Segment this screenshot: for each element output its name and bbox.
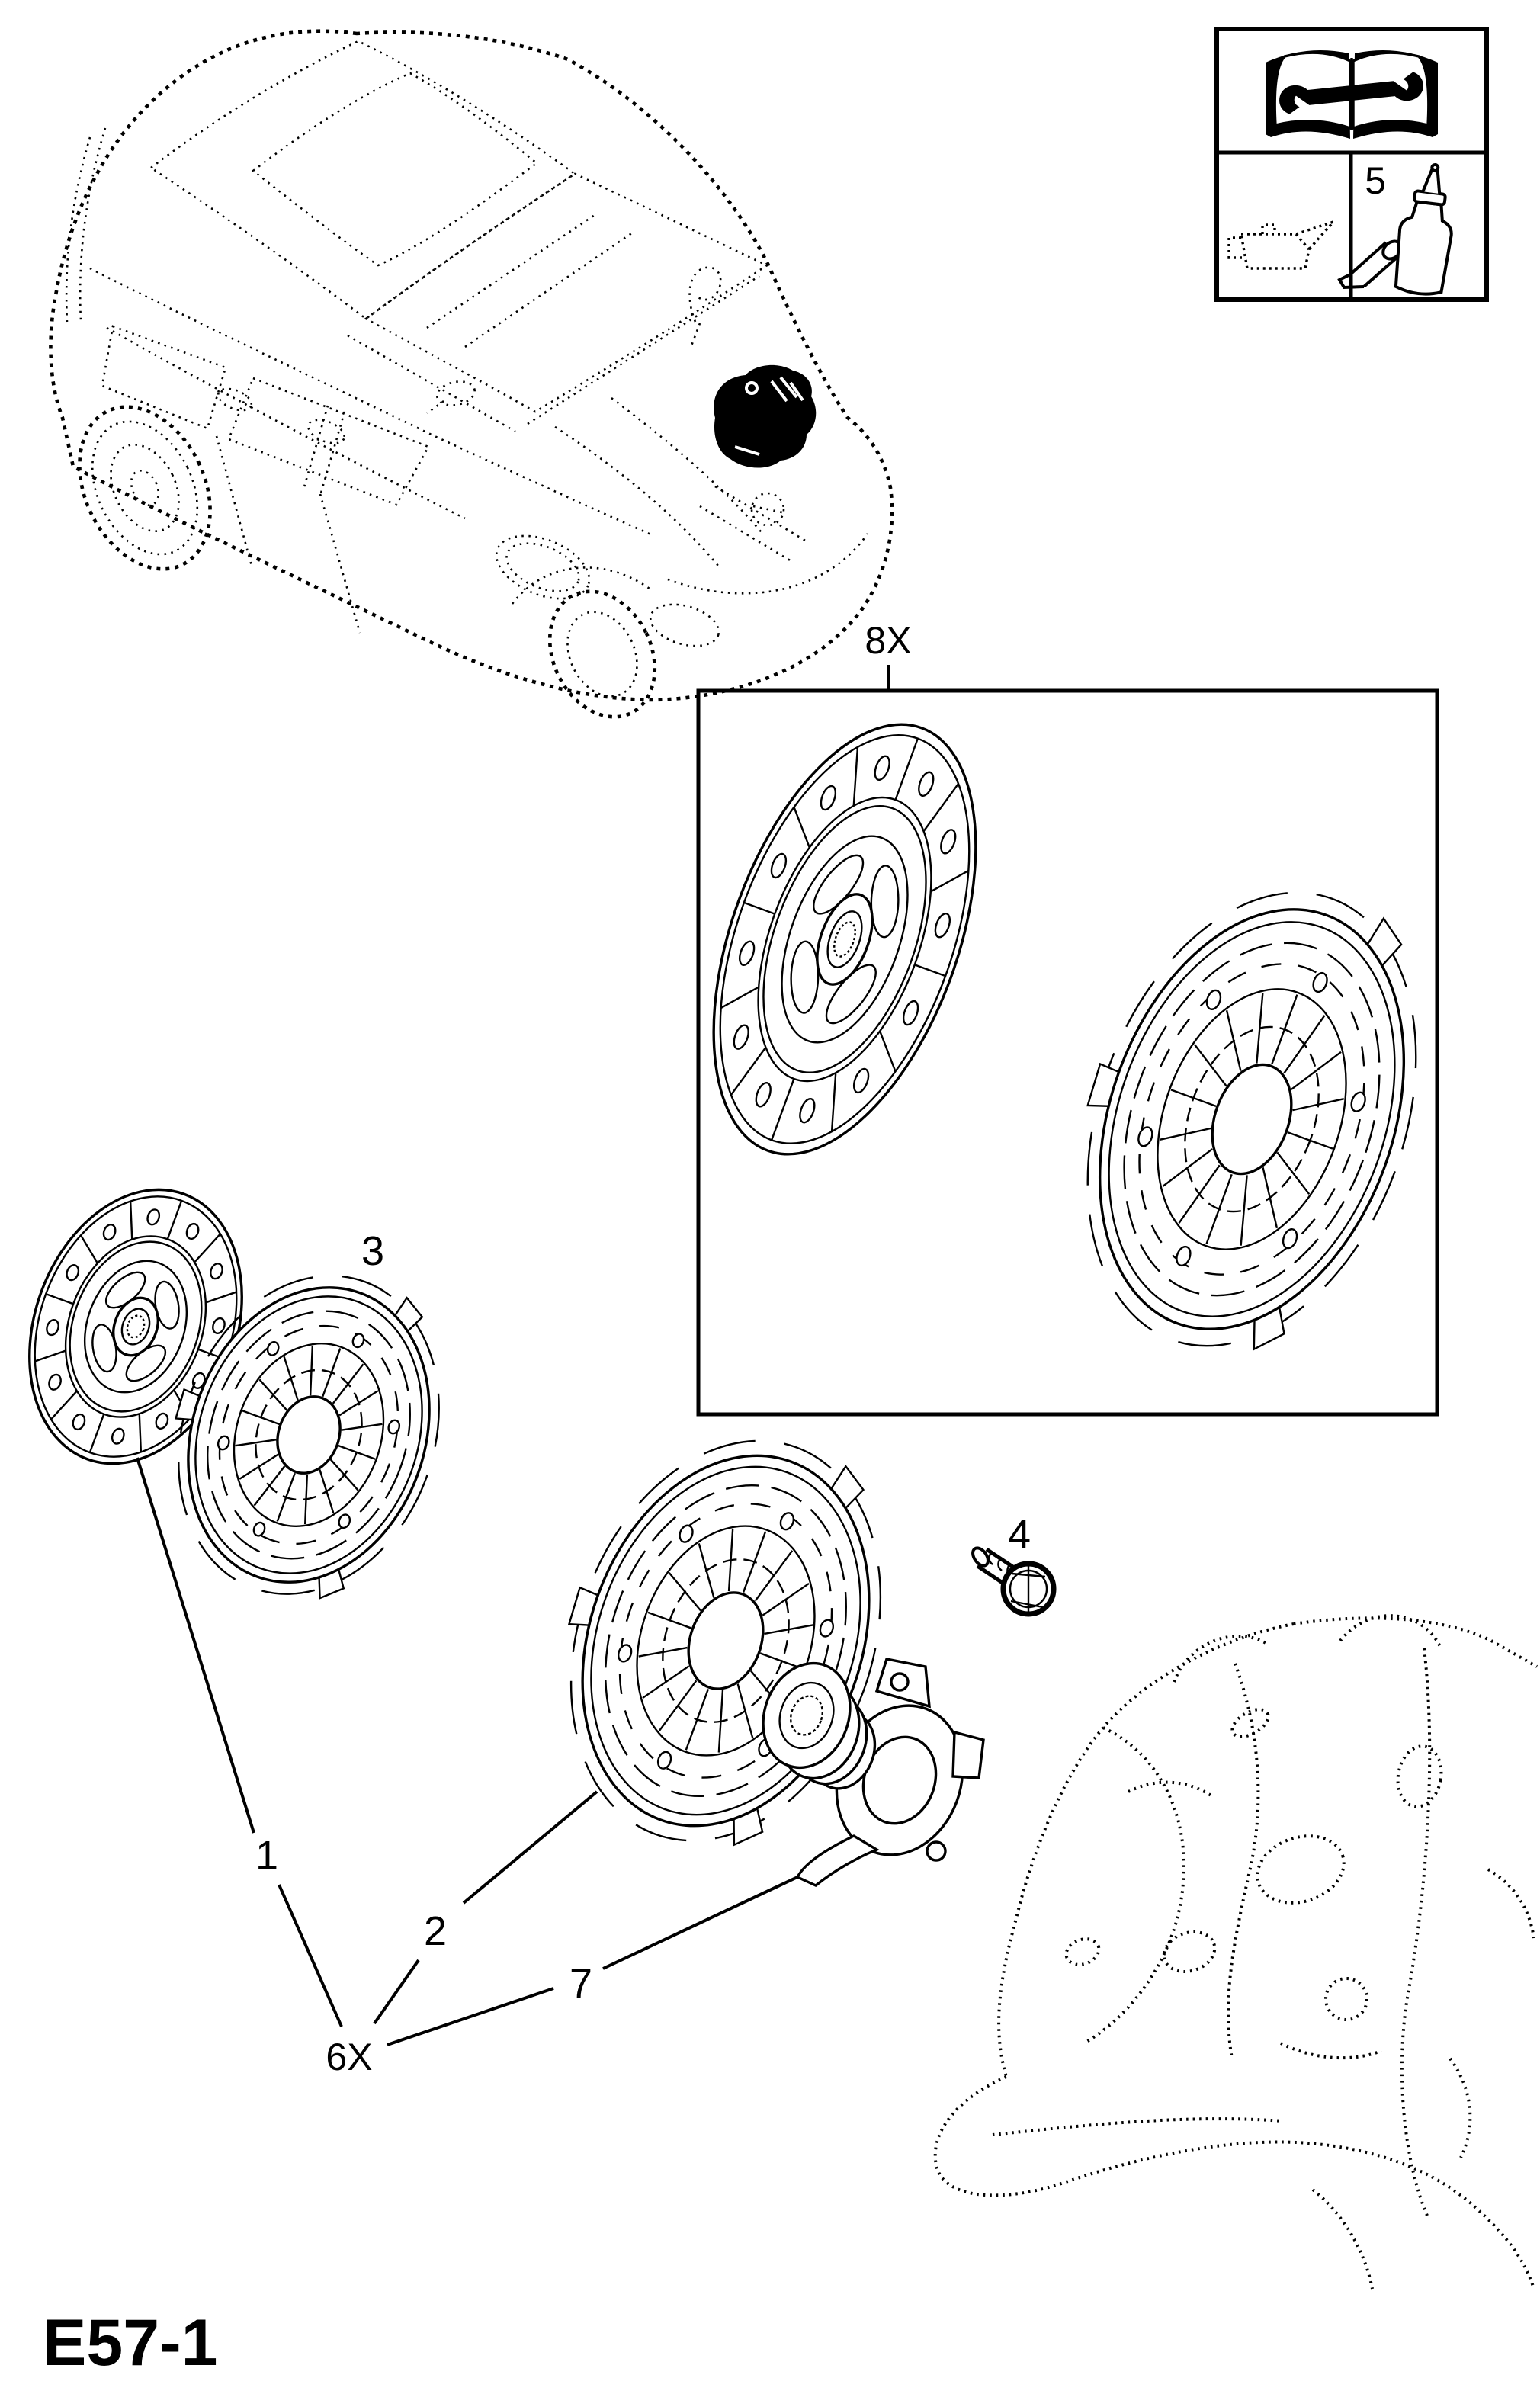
page-code: E57-1 xyxy=(43,2306,218,2380)
bolt-illustration xyxy=(971,1546,1057,1617)
label-bolt-quantity: 6X xyxy=(326,2036,372,2078)
oil-can-icon xyxy=(1227,219,1338,270)
car-quarter-window xyxy=(101,325,227,430)
car-mirror xyxy=(436,380,476,406)
kit-pressure-plate-illustration xyxy=(1020,843,1475,1391)
label-part1: 1 xyxy=(255,1833,278,1879)
leader-part7 xyxy=(387,1876,798,2046)
leader-lines xyxy=(136,1457,798,2046)
car-front-wheel xyxy=(547,589,657,719)
car-headlamp xyxy=(495,534,591,600)
clutch-kit-box xyxy=(662,665,1475,1417)
car-roof xyxy=(149,40,577,320)
label-part2: 2 xyxy=(424,1908,447,1954)
transmission-illustration xyxy=(933,1614,1538,2290)
open-book-with-wrench-icon xyxy=(1266,50,1438,139)
car-silhouette xyxy=(49,29,894,702)
car-windshield xyxy=(364,172,769,413)
label-part3: 3 xyxy=(361,1228,384,1274)
kit-quantity-label: 8X xyxy=(865,619,911,662)
car-rear-wheel xyxy=(78,405,212,571)
car-sunroof xyxy=(251,72,539,267)
adhesive-bottle-icon xyxy=(1337,162,1453,296)
leader-part2 xyxy=(373,1790,598,2025)
kit-clutch-disc-illustration xyxy=(662,689,1028,1189)
car-illustration xyxy=(49,29,894,719)
leader-part1 xyxy=(136,1457,343,2027)
car-badge xyxy=(750,492,785,527)
clutch-location-highlight xyxy=(714,364,817,468)
legend-adhesive-ref: 5 xyxy=(1365,159,1386,202)
car-antenna xyxy=(688,266,722,348)
legend-box: 5 xyxy=(1214,27,1489,302)
label-part4: 4 xyxy=(1008,1512,1031,1558)
release-bearing-illustration xyxy=(762,1658,985,1887)
label-part7: 7 xyxy=(569,1961,592,2007)
car-foglamp xyxy=(649,603,720,647)
car-door-window xyxy=(227,377,430,506)
